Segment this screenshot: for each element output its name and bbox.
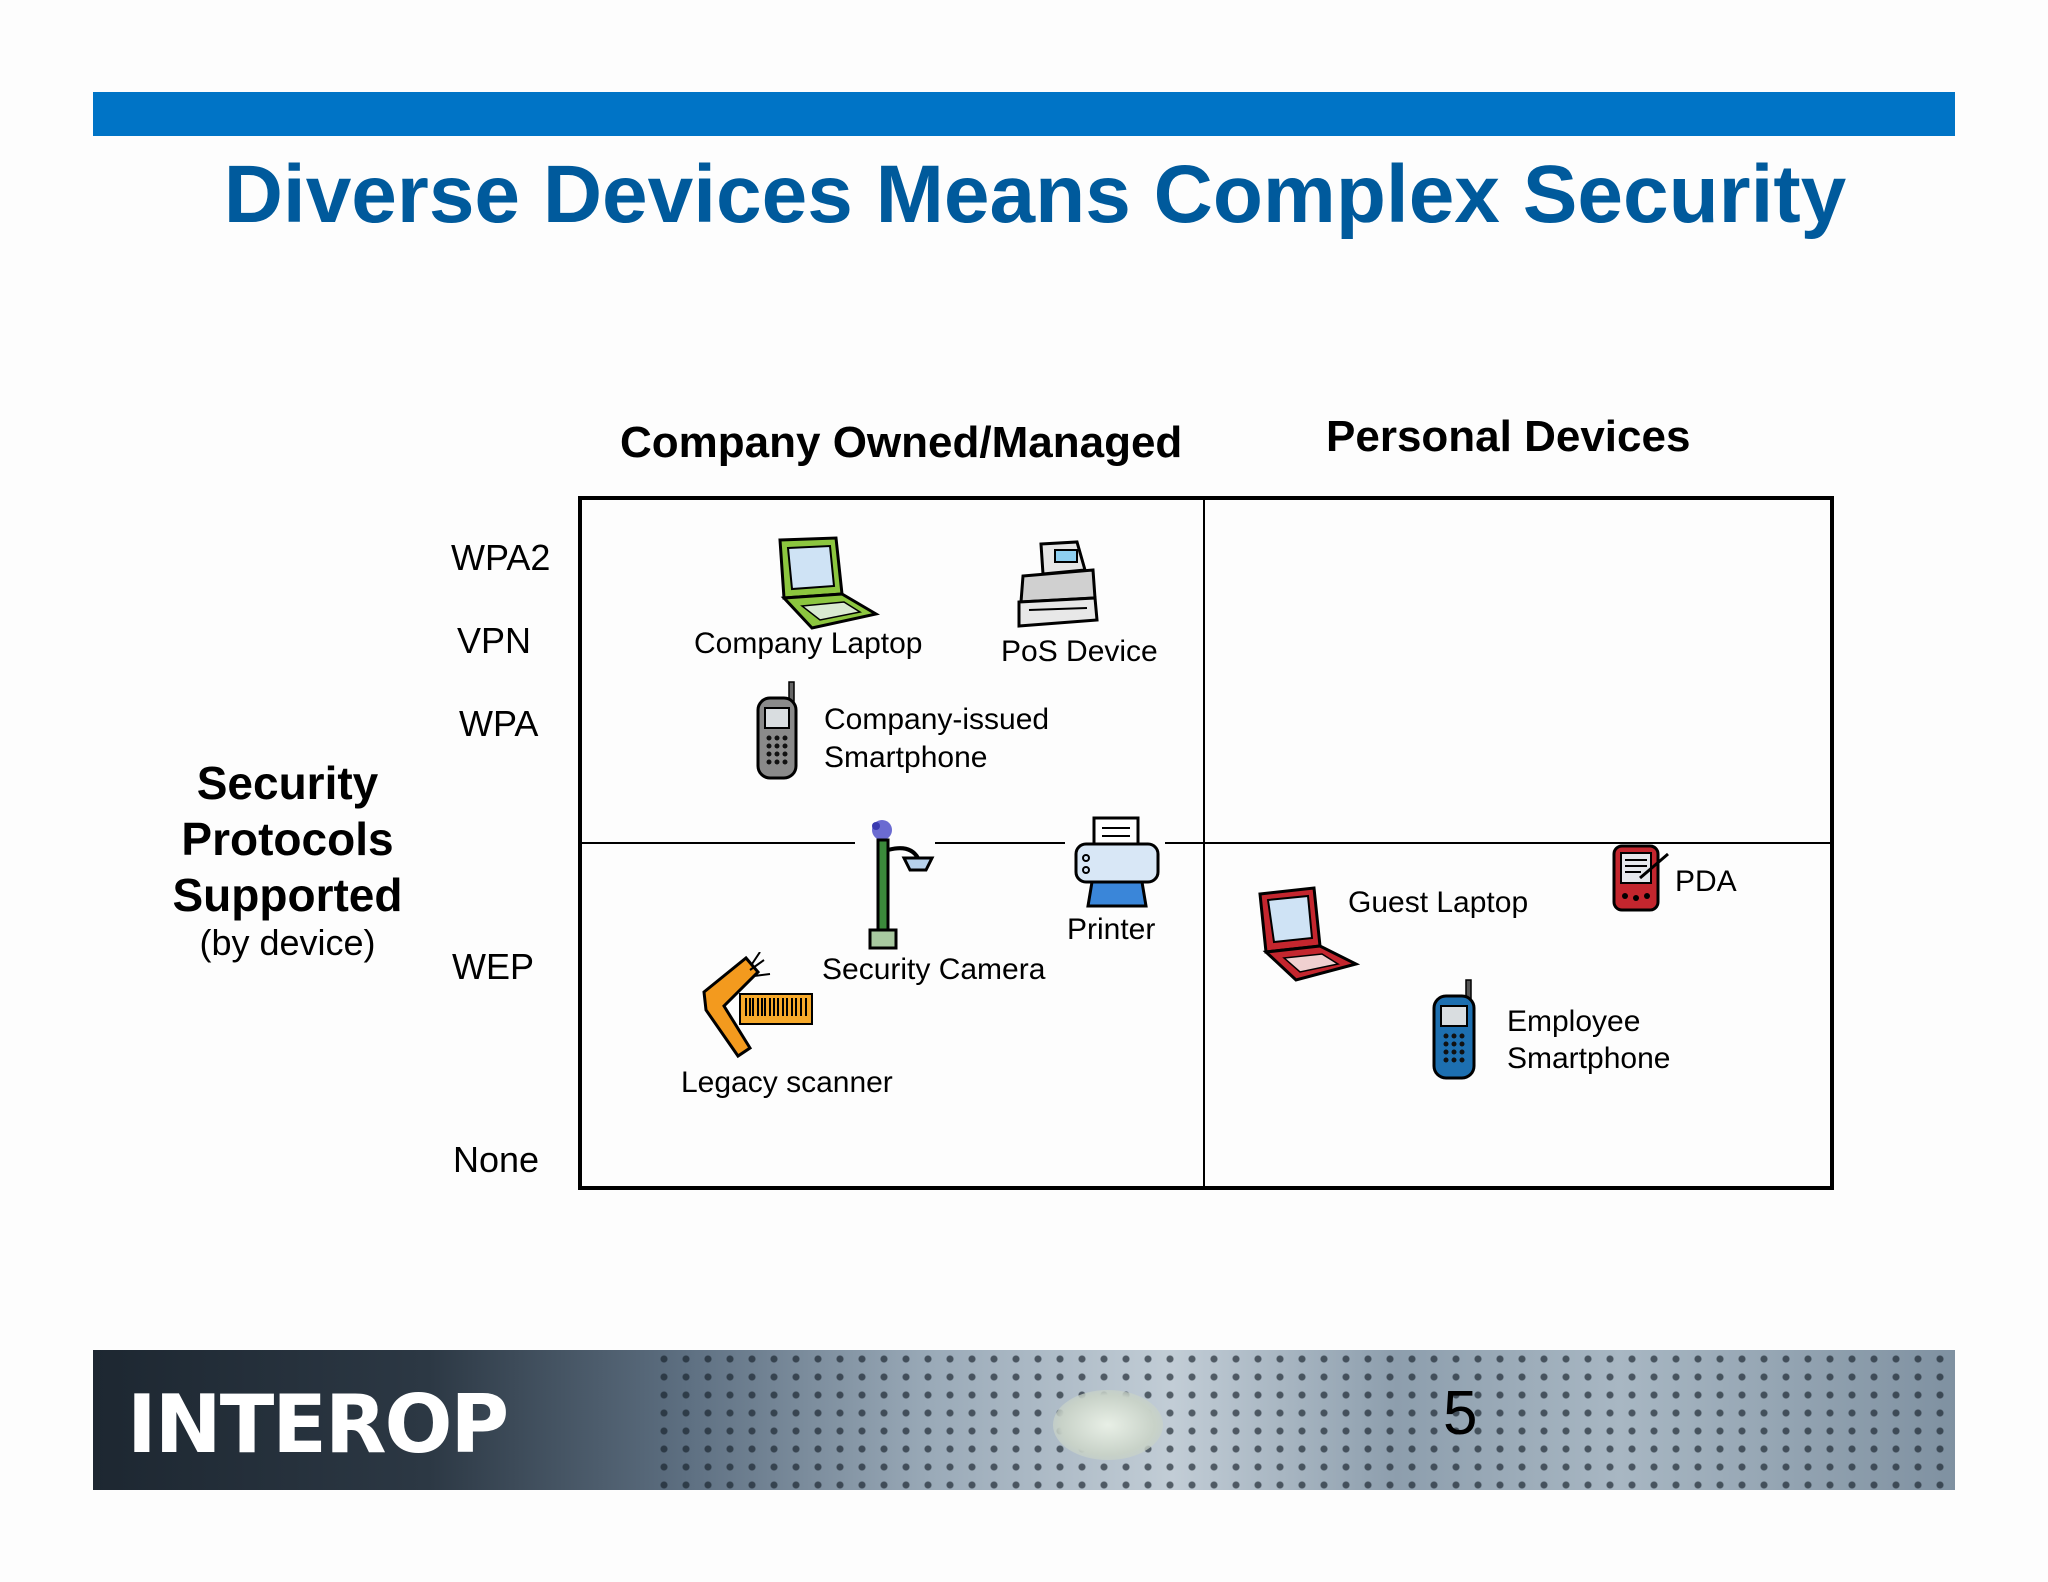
printer-icon xyxy=(1074,816,1160,908)
security-camera-icon xyxy=(868,820,935,950)
legacy-scanner-label: Legacy scanner xyxy=(681,1066,893,1099)
y-axis-title-line1: Security xyxy=(196,757,379,809)
horizontal-divider xyxy=(580,842,1832,844)
level-none: None xyxy=(453,1139,540,1180)
guest-laptop-label: Guest Laptop xyxy=(1348,886,1529,919)
printer-label: Printer xyxy=(1067,913,1156,946)
cash-register-icon xyxy=(1017,540,1099,628)
header-bar xyxy=(93,92,1955,136)
smartphone-icon xyxy=(756,681,798,780)
company-laptop-label: Company Laptop xyxy=(694,627,923,660)
employee-smartphone-label-line1: Employee xyxy=(1507,1005,1641,1038)
column-header-company: Company Owned/Managed xyxy=(620,418,1183,467)
footer-texture xyxy=(653,1350,1955,1490)
level-wpa2: WPA2 xyxy=(451,537,551,578)
laptop-icon xyxy=(778,536,880,630)
camera-gap xyxy=(855,830,935,856)
y-axis-subtitle: (by device) xyxy=(199,922,376,963)
company-smartphone-label-line1: Company-issued xyxy=(824,703,1050,736)
footer-banner: INTEROP 5 xyxy=(93,1350,1955,1490)
level-vpn: VPN xyxy=(457,620,532,661)
footer-highlight xyxy=(1053,1390,1163,1460)
interop-logo: INTEROP xyxy=(127,1378,509,1471)
barcode-scanner-icon xyxy=(702,952,813,1059)
column-header-personal: Personal Devices xyxy=(1326,412,1691,461)
page-number: 5 xyxy=(1443,1379,1478,1448)
security-camera-label: Security Camera xyxy=(822,953,1046,986)
pos-device-label: PoS Device xyxy=(1001,635,1158,668)
y-axis-title-line3: Supported xyxy=(172,869,403,921)
pda-label: PDA xyxy=(1675,865,1737,898)
level-wpa: WPA xyxy=(459,703,539,744)
y-axis-title: Security Protocols Supported (by device) xyxy=(140,755,435,963)
level-wep: WEP xyxy=(452,946,535,987)
laptop-icon xyxy=(1258,886,1360,982)
pda-icon xyxy=(1612,844,1669,912)
smartphone-icon xyxy=(1432,979,1476,1080)
employee-smartphone-label-line2: Smartphone xyxy=(1507,1042,1671,1075)
company-smartphone-label-line2: Smartphone xyxy=(824,741,988,774)
y-axis-title-line2: Protocols xyxy=(181,813,394,865)
slide-title: Diverse Devices Means Complex Security xyxy=(223,149,1847,240)
